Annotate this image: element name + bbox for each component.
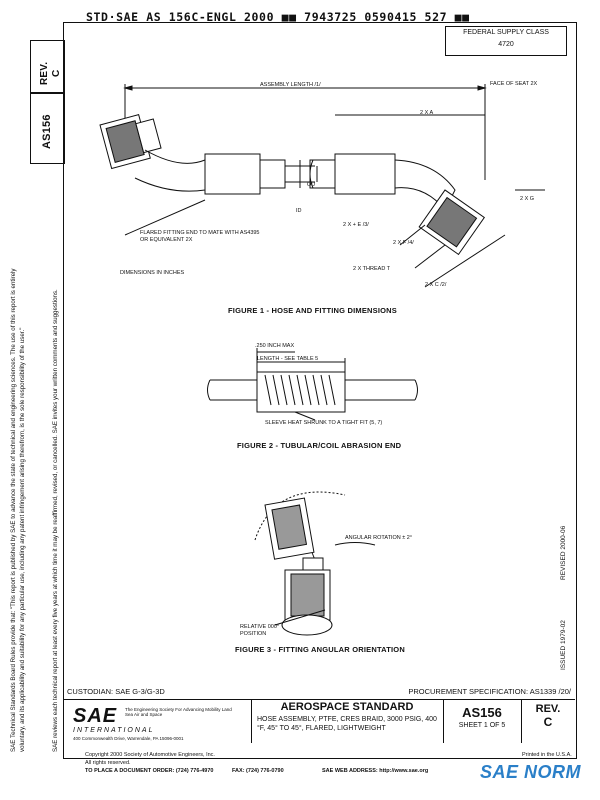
page-frame xyxy=(63,22,577,759)
dimensions-units-note: DIMENSIONS IN INCHES xyxy=(120,270,185,276)
fax-line: FAX: (724) 776-0790 xyxy=(232,768,284,774)
angular-rotation-label: ANGULAR ROTATION ± 2° xyxy=(345,535,413,541)
side-notice-2: voluntary, and its applicability and sui… xyxy=(19,327,26,752)
rights-line: All rights reserved. xyxy=(85,760,131,766)
document-title: HOSE ASSEMBLY, PTFE, CRES BRAID, 3000 PS… xyxy=(257,716,437,732)
dim-2xf-label: 2 X F /4/ xyxy=(393,240,414,246)
sleeve-heat-shrunk-label: SLEEVE HEAT SHRUNK TO A TIGHT FIT (5, 7) xyxy=(265,420,383,426)
rev-label: REV. xyxy=(535,703,561,715)
watermark-text: SAE NORM xyxy=(480,762,582,782)
revised-date: REVISED 2000-06 xyxy=(560,525,567,580)
dim-2xe-label: 2 X + E /3/ xyxy=(343,222,369,228)
procurement-spec-label: PROCUREMENT SPECIFICATION: AS1339 /20/ xyxy=(408,687,571,696)
title-block-top-row: CUSTODIAN: SAE G-3/G-3D PROCUREMENT SPEC… xyxy=(63,685,575,700)
standard-type-label: AEROSPACE STANDARD xyxy=(280,701,414,713)
printed-line: Printed in the U.S.A. xyxy=(522,752,572,758)
sae-norm-watermark: SAE NORM xyxy=(480,762,592,792)
dim-2xc-label: 2 X C /2/ xyxy=(425,282,447,288)
doc-number: AS156 xyxy=(462,705,502,720)
id-label: ID xyxy=(296,208,302,214)
side-notice-1: SAE Technical Standards Board Rules prov… xyxy=(10,268,17,753)
figure-1-caption: FIGURE 1 - HOSE AND FITTING DIMENSIONS xyxy=(228,306,397,315)
face-of-seat-label: FACE OF SEAT 2X xyxy=(490,81,538,87)
document-header-code: STD·SAE AS 156C-ENGL 2000 ■■ 7943725 059… xyxy=(86,10,470,24)
sae-logo: SAE xyxy=(73,705,118,727)
assembly-length-label: ASSEMBLY LENGTH /1/ xyxy=(260,82,321,88)
side-rev-value: C xyxy=(51,69,62,77)
side-rev-label: REV. xyxy=(39,61,50,85)
title-block: CUSTODIAN: SAE G-3/G-3D PROCUREMENT SPEC… xyxy=(63,685,575,757)
figure-3-caption: FIGURE 3 - FITTING ANGULAR ORIENTATION xyxy=(235,645,405,654)
rev-block: REV. C xyxy=(521,699,575,743)
relative-position-label: RELATIVE 000° POSITION xyxy=(240,624,280,637)
od-label: OD xyxy=(307,182,316,188)
doc-number-block: AS156 SHEET 1 OF 5 xyxy=(443,699,522,743)
max-length-label: .250 INCH MAX xyxy=(255,343,295,349)
web-address-line: SAE WEB ADDRESS: http://www.sae.org xyxy=(322,768,429,774)
figure-2-drawing xyxy=(207,348,418,421)
sae-address: 400 Commonwealth Drive, Warrendale, PA 1… xyxy=(73,736,184,741)
figure-2-caption: FIGURE 2 - TUBULAR/COIL ABRASION END xyxy=(237,441,402,450)
document-title-block: AEROSPACE STANDARD HOSE ASSEMBLY, PTFE, … xyxy=(251,699,444,743)
side-doc-number: AS156 xyxy=(41,114,53,149)
federal-supply-label: FEDERAL SUPPLY CLASS xyxy=(463,29,549,36)
federal-supply-class-box: FEDERAL SUPPLY CLASS 4720 xyxy=(445,26,567,56)
side-rev-box: REV. C xyxy=(30,40,65,94)
dim-thread-label: 2 X THREAD T xyxy=(353,266,391,272)
dim-2xa-label: 2 X A xyxy=(420,110,434,116)
sae-international: INTERNATIONAL xyxy=(73,727,155,734)
copyright-line: Copyright 2000 Society of Automotive Eng… xyxy=(85,752,215,758)
order-line: TO PLACE A DOCUMENT ORDER: (724) 776-497… xyxy=(85,768,214,774)
custodian-label: CUSTODIAN: SAE G-3/G-3D xyxy=(67,687,165,696)
figure-3-drawing xyxy=(254,491,376,636)
length-table-label: LENGTH - SEE TABLE 5 xyxy=(257,356,319,362)
sae-logo-block: SAE The Engineering Society For Advancin… xyxy=(63,699,252,743)
flared-fitting-note: FLARED FITTING END TO MATE WITH AS4395 O… xyxy=(140,230,260,243)
dim-2xg-label: 2 X G xyxy=(520,196,535,202)
side-doc-number-box: AS156 xyxy=(30,92,65,164)
federal-supply-value: 4720 xyxy=(498,41,514,48)
figure-1-drawing xyxy=(99,84,545,288)
sae-tagline: The Engineering Society For Advancing Mo… xyxy=(125,707,232,717)
rev-value: C xyxy=(543,715,553,729)
issued-date: ISSUED 1979-02 xyxy=(560,620,567,670)
sheet-label: SHEET 1 OF 5 xyxy=(458,722,506,729)
side-notice-3: SAE reviews each technical report at lea… xyxy=(52,289,59,752)
